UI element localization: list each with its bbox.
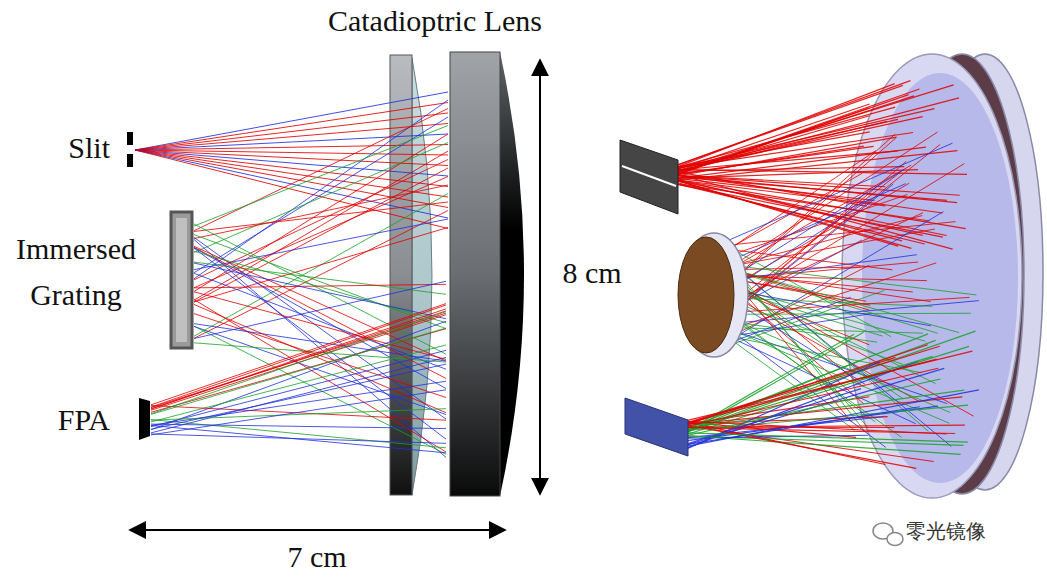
mirror-surface: [500, 52, 524, 496]
light-ray: [665, 96, 914, 177]
light-ray: [151, 357, 446, 432]
light-ray: [194, 304, 446, 412]
light-ray: [712, 222, 955, 247]
light-ray: [151, 309, 446, 409]
fpa-symbol: [139, 398, 150, 440]
light-ray: [651, 173, 911, 248]
slit-opening: [622, 166, 676, 186]
ray-bundle: [650, 81, 979, 469]
light-ray: [194, 251, 446, 322]
light-ray: [665, 132, 869, 169]
part-label: Immersed Grating: [0, 226, 152, 318]
slit-symbol: [127, 132, 133, 145]
light-ray: [194, 300, 446, 452]
light-ray: [135, 150, 448, 187]
part-label: Catadioptric Lens: [285, 4, 585, 37]
part-label: FPA: [20, 403, 110, 436]
light-ray: [151, 350, 446, 426]
light-ray: [151, 420, 446, 448]
light-ray: [151, 305, 446, 407]
grating-symbol: [176, 218, 187, 342]
light-ray: [731, 290, 930, 326]
lens-disc-face: [862, 73, 1018, 483]
light-ray: [665, 104, 869, 173]
light-ray: [151, 381, 446, 425]
light-ray: [194, 185, 448, 239]
light-ray: [194, 235, 446, 329]
light-ray: [151, 321, 446, 429]
light-ray: [715, 143, 953, 246]
slit-symbol: [127, 154, 133, 167]
light-ray: [151, 406, 446, 421]
dimension-arrow: [539, 60, 541, 494]
light-ray: [151, 409, 446, 421]
light-ray: [151, 425, 446, 452]
slit-plate: [620, 140, 678, 214]
light-ray: [663, 174, 958, 202]
light-ray: [682, 421, 947, 434]
lens-element: [450, 52, 500, 496]
part-label: Slit: [20, 131, 110, 164]
light-ray: [194, 117, 448, 273]
grating-disc: [678, 237, 734, 353]
light-ray: [151, 311, 446, 409]
light-ray: [671, 179, 923, 236]
light-ray: [194, 284, 446, 288]
light-ray: [719, 264, 976, 295]
watermark-icon: [873, 523, 903, 546]
light-ray: [151, 390, 446, 435]
light-ray: [194, 126, 448, 227]
light-ray: [135, 150, 448, 197]
light-ray: [650, 81, 910, 175]
light-ray: [194, 100, 448, 279]
light-ray: [734, 313, 970, 314]
light-ray: [657, 176, 875, 200]
fpa-plate: [625, 398, 688, 456]
light-ray: [715, 132, 938, 277]
light-ray: [726, 267, 959, 332]
light-ray: [151, 328, 446, 414]
light-ray: [682, 351, 972, 422]
light-ray: [194, 151, 448, 300]
light-ray: [719, 151, 876, 257]
light-ray: [135, 134, 448, 150]
light-ray: [194, 143, 448, 253]
watermark: 零光镜像: [906, 520, 1036, 542]
ray-bundle: [135, 92, 448, 457]
light-ray: [194, 281, 446, 338]
light-ray: [724, 336, 922, 373]
light-ray: [151, 304, 446, 405]
light-ray: [674, 137, 897, 176]
dimension-arrow: [130, 529, 505, 531]
light-ray: [729, 194, 907, 255]
light-ray: [716, 301, 979, 325]
light-ray: [681, 433, 968, 442]
light-ray: [194, 246, 446, 361]
light-ray: [151, 312, 446, 414]
light-ray: [135, 103, 448, 151]
grating-symbol: [171, 212, 192, 348]
light-ray: [686, 368, 938, 426]
light-ray: [135, 92, 448, 150]
light-ray: [194, 134, 448, 291]
dimension-label: 7 cm: [262, 540, 372, 573]
light-ray: [653, 85, 953, 178]
dimension-label: 8 cm: [550, 256, 634, 289]
